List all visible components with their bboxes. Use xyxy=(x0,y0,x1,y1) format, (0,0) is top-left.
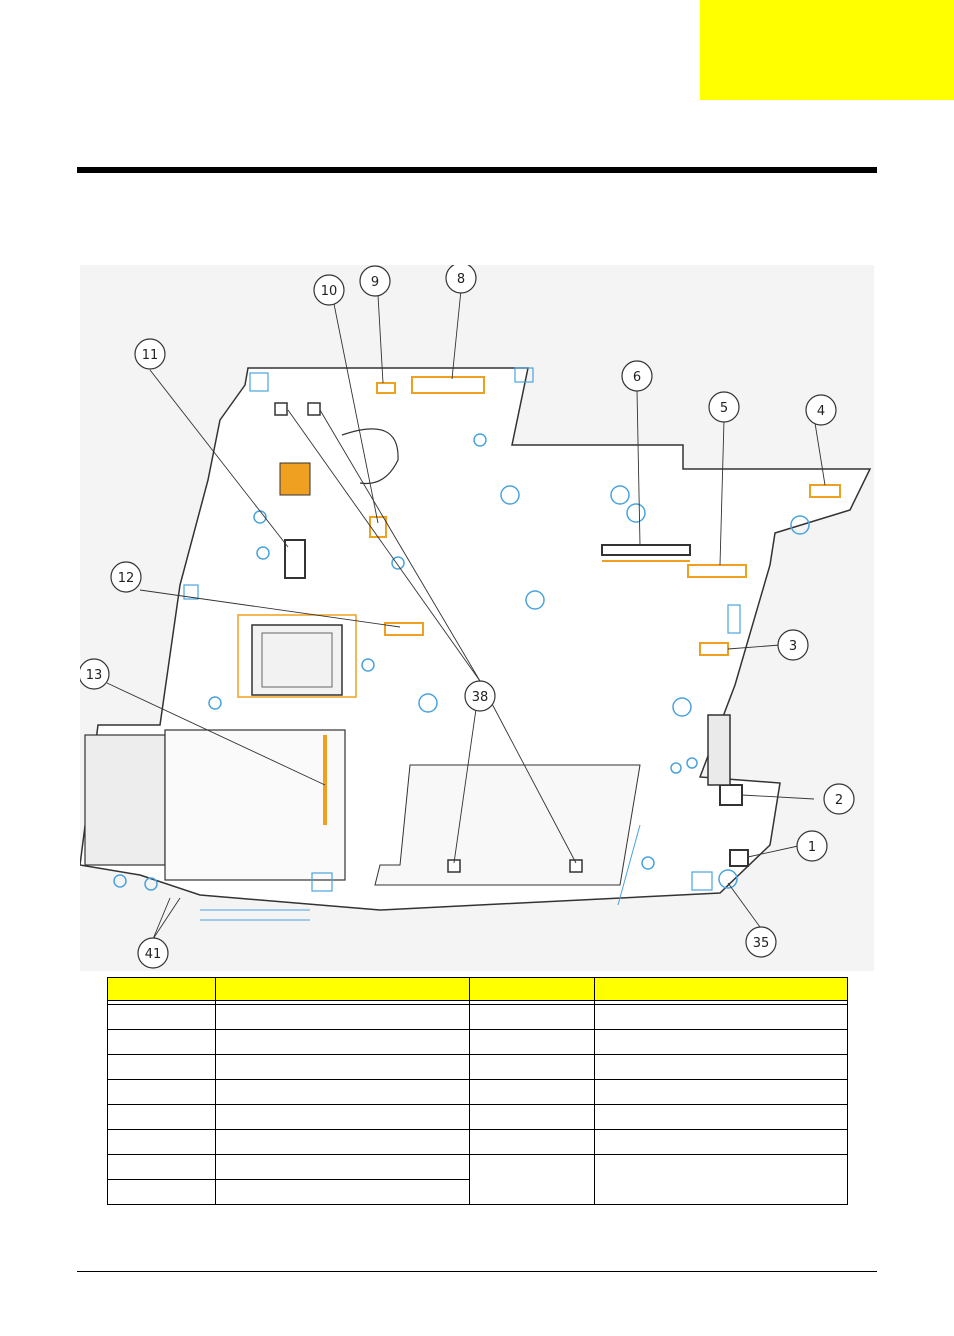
table-row xyxy=(107,1129,848,1155)
callout-35: 35 xyxy=(753,936,770,951)
button-d xyxy=(569,859,583,873)
shield-region xyxy=(374,764,641,886)
bios-chip xyxy=(279,462,311,496)
callout-41: 41 xyxy=(145,947,162,962)
table-row xyxy=(107,1054,848,1080)
callout-4: 4 xyxy=(817,404,825,419)
connector-9 xyxy=(376,382,396,394)
connector-12 xyxy=(384,622,424,636)
callout-8: 8 xyxy=(457,272,465,287)
callout-9: 9 xyxy=(371,275,379,290)
callout-1: 1 xyxy=(808,840,816,855)
table-row xyxy=(107,1179,848,1205)
parts-legend-table xyxy=(107,977,848,1205)
legend-header-cell xyxy=(469,977,595,1001)
table-row xyxy=(107,1029,848,1055)
connector-1 xyxy=(729,849,749,867)
footer-rule xyxy=(77,1271,877,1272)
table-row xyxy=(107,1104,848,1130)
callout-5: 5 xyxy=(720,401,728,416)
connector-8 xyxy=(411,376,485,394)
callout-2: 2 xyxy=(835,793,843,808)
side-port xyxy=(707,714,731,786)
cpu-socket xyxy=(251,624,343,696)
leader-lines xyxy=(106,289,826,940)
table-row xyxy=(107,1004,848,1030)
table-row xyxy=(107,1079,848,1105)
callout-3: 3 xyxy=(789,639,797,654)
motherboard-drawing: 11 10 9 8 6 5 4 12 3 13 38 2 1 35 41 xyxy=(80,265,872,969)
connector-6 xyxy=(601,544,691,556)
legend-header-row xyxy=(107,977,848,1001)
legend-header-cell xyxy=(215,977,470,1001)
connector-5 xyxy=(687,564,747,578)
callout-6: 6 xyxy=(633,370,641,385)
connector-11 xyxy=(284,539,306,579)
callout-38: 38 xyxy=(472,690,489,705)
legend-header-cell xyxy=(107,977,216,1001)
card-slot-frame xyxy=(164,729,346,881)
callout-13: 13 xyxy=(86,668,103,683)
motherboard-diagram: 11 10 9 8 6 5 4 12 3 13 38 2 1 35 41 xyxy=(80,265,874,971)
card-assembly xyxy=(84,734,166,866)
screw-holes xyxy=(113,433,810,891)
table-row xyxy=(107,1154,848,1205)
button-b xyxy=(307,402,321,416)
callout-12: 12 xyxy=(118,571,135,586)
callout-circles xyxy=(80,265,855,969)
cpu-socket-outline xyxy=(237,614,357,698)
callout-11: 11 xyxy=(142,348,159,363)
header-rule xyxy=(77,167,877,173)
button-a xyxy=(274,402,288,416)
chapter-tab xyxy=(700,0,954,100)
callout-10: 10 xyxy=(321,284,338,299)
legend-header-cell xyxy=(594,977,848,1001)
corner-markers xyxy=(183,367,741,892)
